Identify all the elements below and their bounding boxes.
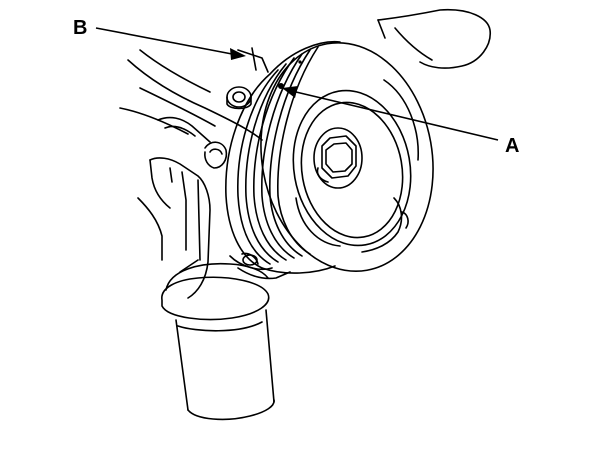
index-dot bbox=[298, 60, 302, 64]
reference-mark bbox=[278, 83, 284, 89]
mounting-bracket bbox=[119, 47, 269, 143]
leader-line-b bbox=[95, 27, 246, 60]
leader-line-a bbox=[282, 86, 499, 141]
crankshaft-pulley bbox=[225, 40, 434, 274]
lower-mount bbox=[361, 197, 409, 253]
filter-cylinder bbox=[161, 259, 275, 421]
pulley-bolt bbox=[313, 127, 363, 189]
callout-label-b: B bbox=[73, 17, 88, 39]
callout-label-a: A bbox=[505, 135, 520, 157]
engine-block bbox=[137, 141, 228, 299]
bracket-nut bbox=[226, 86, 252, 110]
upper-housing bbox=[377, 8, 491, 69]
